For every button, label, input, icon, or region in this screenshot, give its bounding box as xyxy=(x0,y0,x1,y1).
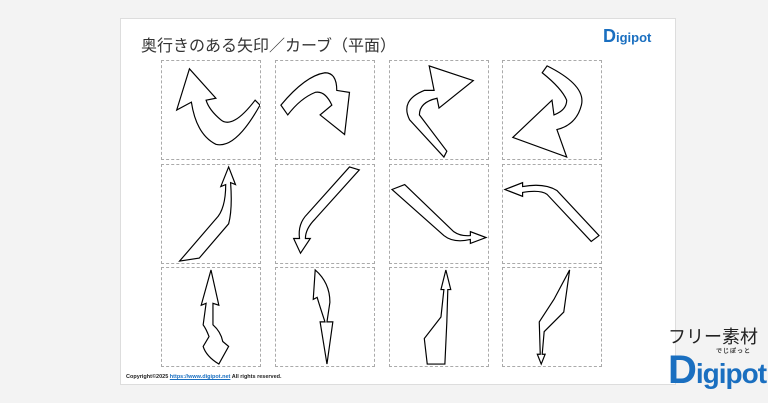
arrow-cell-8 xyxy=(502,164,602,264)
arrow-cell-1 xyxy=(161,60,261,160)
arrow-cell-7 xyxy=(389,164,489,264)
digipot-logo-small: Digipot xyxy=(603,26,652,46)
free-material-label: フリー素材 xyxy=(668,327,758,348)
arrow-cell-2 xyxy=(275,60,375,160)
arrow-cell-11 xyxy=(389,267,489,367)
arrow-cell-3 xyxy=(389,60,489,160)
arrow-cell-12 xyxy=(502,267,602,367)
arrow-cell-4 xyxy=(502,60,602,160)
arrow-cell-5 xyxy=(161,164,261,264)
worksheet-page: 奥行きのある矢印／カーブ（平面） Digipot Copyright©2025 … xyxy=(120,18,676,385)
page-title: 奥行きのある矢印／カーブ（平面） xyxy=(141,36,397,55)
arrow-cell-10 xyxy=(275,267,375,367)
arrow-cell-9 xyxy=(161,267,261,367)
arrow-cell-6 xyxy=(275,164,375,264)
copyright-link[interactable]: https://www.digipot.net xyxy=(169,374,231,380)
copyright: Copyright©2025 https://www.digipot.net A… xyxy=(126,374,282,380)
